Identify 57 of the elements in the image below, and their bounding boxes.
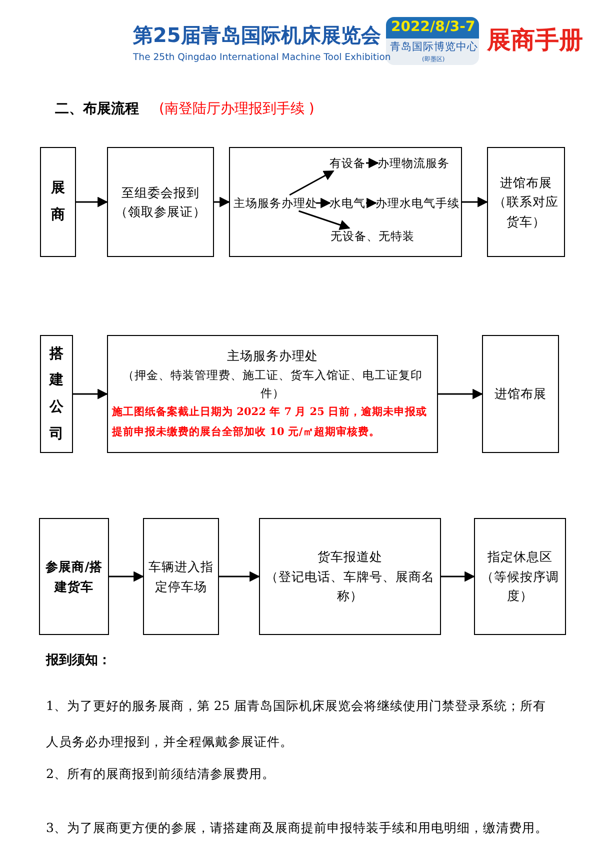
step-text: 办理物流服务 [378, 154, 450, 170]
process-box [229, 147, 462, 257]
box-text: 至组委会报到 [122, 184, 200, 202]
arrow [366, 198, 378, 208]
process-box [474, 518, 566, 635]
arrow [366, 158, 380, 168]
process-box [40, 335, 73, 453]
arrow [462, 196, 488, 208]
box-text: （联系对应货车） [492, 193, 560, 231]
arrow [316, 198, 332, 208]
step-text: 有设备 [330, 154, 366, 170]
process-box [107, 335, 438, 453]
arrow [298, 210, 350, 230]
box-text: 参展商/搭建货车 [44, 558, 104, 596]
box-text: （领取参展证） [115, 203, 206, 221]
step-text: 办理水电气手续 [376, 194, 458, 210]
handbook-heading: 展商手册 [487, 24, 583, 56]
process-box [107, 147, 214, 257]
step-text: 水电气 [330, 194, 366, 210]
box-text: 进馆布展 [500, 174, 552, 192]
box-text: （登记电话、车牌号、展商名称） [264, 568, 436, 606]
arrow [289, 170, 334, 196]
process-box [143, 518, 219, 635]
section-title: 二、布展流程 [55, 100, 139, 118]
process-box [482, 335, 559, 453]
arrow [109, 571, 144, 582]
box-text: （押金、特装管理费、施工证、货车入馆证、电工证复印件） [122, 366, 424, 402]
header-text: 2022/8/3-7 [391, 19, 476, 35]
box-text: （等候按序调度） [480, 568, 560, 606]
step-text: 主场服务办理处 [234, 194, 316, 210]
process-box [259, 518, 441, 635]
box-text: 搭建公司 [48, 344, 64, 444]
note-text: 2、所有的展商报到前须结清参展费用。 [46, 766, 275, 783]
arrow [214, 196, 230, 208]
box-text: 主场服务办理处 [227, 346, 318, 365]
process-box [39, 518, 109, 635]
arrow [441, 571, 476, 582]
process-box [40, 147, 76, 257]
header-text: The 25th Qingdao International Machine Tool Exhibition [133, 52, 391, 63]
box-text: 货车报道处 [318, 548, 382, 566]
arrow [438, 388, 484, 400]
note-text: 1、为了更好的服务展商，第 25 届青岛国际机床展览会将继续使用门禁登录系统；所有人员务必办理报到，并全程佩戴参展证件。 [46, 697, 546, 751]
arrow [73, 388, 108, 400]
process-box [487, 147, 565, 257]
notes-heading: 报到须知： [46, 652, 111, 669]
box-text: 车辆进入指定停车场 [148, 558, 214, 596]
step-text: 无设备、无特装 [330, 228, 416, 244]
arrow [219, 571, 260, 582]
header-text: 第25届青岛国际机床展览会 [133, 22, 381, 49]
header-text: 青岛国际博览中心 [390, 40, 478, 54]
deadline-note: 施工图纸备案截止日期为 2022 年 7 月 25 日前，逾期未申报或提前申报未缴费的展台全部加收 10 元/㎡超期审核费。 [112, 404, 428, 440]
box-text: 指定休息区 [488, 548, 552, 566]
section-note: (南登陆厅办理报到手续 ) [159, 100, 314, 118]
note-text: 3、为了展商更方便的参展，请搭建商及展商提前申报特装手续和用电明细，缴清费用。 [46, 820, 548, 837]
box-text: 展商 [50, 179, 66, 225]
arrow [76, 196, 108, 208]
box-text: 进馆布展 [494, 385, 546, 404]
